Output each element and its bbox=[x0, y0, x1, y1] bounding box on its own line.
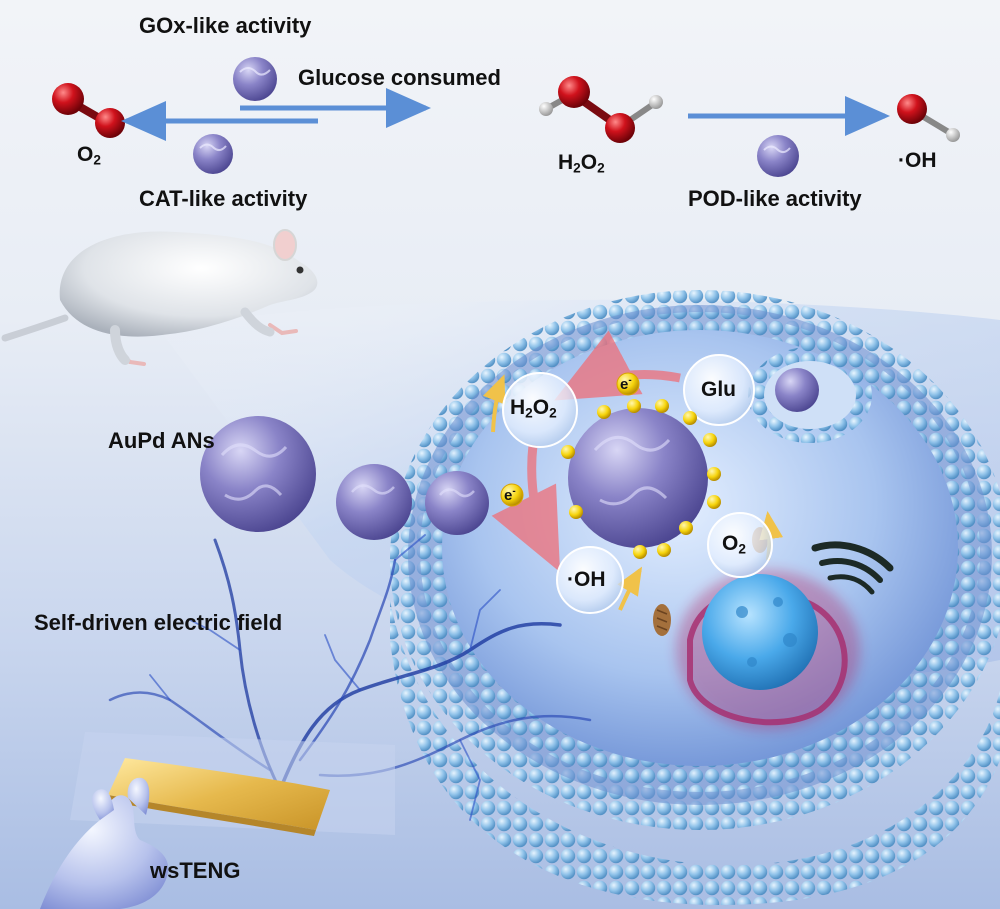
o2-bubble bbox=[707, 512, 773, 578]
electron-label: e- bbox=[504, 486, 516, 504]
mouse-icon bbox=[1, 229, 318, 366]
electric-field-label: Self-driven electric field bbox=[34, 610, 283, 635]
aupd-nanozyme-particle bbox=[200, 416, 316, 532]
cell-glu-label: Glu bbox=[701, 378, 736, 401]
electron-label: e- bbox=[620, 375, 632, 393]
hydroxyl-molecule-icon bbox=[897, 94, 960, 142]
cell-h2o2-label: H2O2 bbox=[510, 396, 557, 421]
nanozyme-particle-icon bbox=[193, 134, 233, 174]
aupd-nanozyme-particle bbox=[336, 464, 412, 540]
electron-particles bbox=[500, 372, 721, 559]
wsteng-label: wsTENG bbox=[150, 858, 241, 883]
glu-bubble bbox=[683, 354, 755, 426]
gox-activity-label: GOx-like activity bbox=[139, 13, 312, 38]
h2o2-molecule-icon bbox=[539, 76, 663, 143]
cell-oh-label: ·OH bbox=[567, 568, 606, 591]
h2o2-label: H2O2 bbox=[558, 151, 605, 176]
o2-molecule-icon bbox=[52, 83, 125, 138]
cat-activity-label: CAT-like activity bbox=[139, 186, 308, 211]
wsteng-device bbox=[70, 732, 395, 836]
oh-bubble bbox=[556, 546, 624, 614]
cell-o2-label: O2 bbox=[722, 532, 746, 557]
nucleus bbox=[676, 570, 860, 730]
vesicle bbox=[748, 347, 872, 443]
h2o2-bubble bbox=[502, 372, 578, 448]
yellow-arrow-2 bbox=[617, 566, 643, 611]
hand-icon bbox=[40, 777, 169, 909]
electron-flow-arrow-left bbox=[491, 444, 561, 573]
nanozyme-particle-icon bbox=[757, 135, 799, 177]
aupd-nanozyme-particle bbox=[425, 471, 489, 535]
aupd-nanozyme-large bbox=[568, 408, 708, 548]
golgi-apparatus bbox=[811, 541, 894, 595]
pod-activity-label: POD-like activity bbox=[688, 186, 862, 211]
nanozyme-particle-icon bbox=[233, 57, 277, 101]
hydroxyl-label: ·OH bbox=[898, 149, 937, 172]
aupd-ans-label: AuPd ANs bbox=[108, 428, 215, 453]
glucose-consumed-label: Glucose consumed bbox=[298, 65, 501, 90]
mitochondrion-icon bbox=[653, 604, 671, 636]
yellow-arrow-1 bbox=[482, 374, 506, 433]
o2-label: O2 bbox=[77, 143, 101, 168]
